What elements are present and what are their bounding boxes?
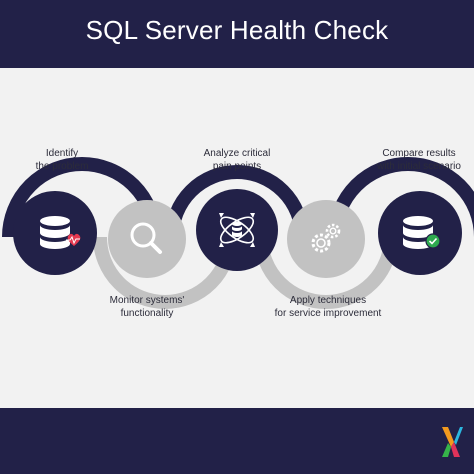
database-check-icon [403,216,441,249]
step-5-label-line1: Compare results [382,148,456,159]
database-atom-icon [219,213,255,247]
step-2-label-line1: Monitor systems' [109,295,185,306]
arch-bottom-4 [254,236,398,309]
arch-top-3 [165,165,309,238]
step-1-label-line1: Identify [45,148,79,159]
brand-logo-icon [442,427,463,457]
step-4-label: Apply techniques for service improvement [253,294,403,320]
magnifier-icon [130,222,162,254]
step-1-label-line2: the problem [35,161,89,172]
page-title: SQL Server Health Check [85,15,389,45]
step-3-label-line2: pain points [212,161,262,172]
step-5-label: Compare results with initial scenario [344,147,474,173]
step-4-label-line2: for service improvement [274,308,382,319]
step-4-label-line1: Apply techniques [289,295,367,306]
step-1-label: Identify the problem [0,147,137,173]
step-4-circle [287,200,365,278]
step-2-label-line2: functionality [120,308,174,319]
database-heartbeat-icon [40,216,81,249]
step-2-label: Monitor systems' functionality [72,294,222,320]
header-bar: SQL Server Health Check [0,0,474,68]
step-3-label-line1: Analyze critical [203,148,271,159]
step-2-circle [108,200,186,278]
step-3-label: Analyze critical pain points [162,147,312,173]
footer-bar [0,408,474,474]
step-5-label-line2: with initial scenario [377,161,461,172]
gear-icon [311,223,341,253]
